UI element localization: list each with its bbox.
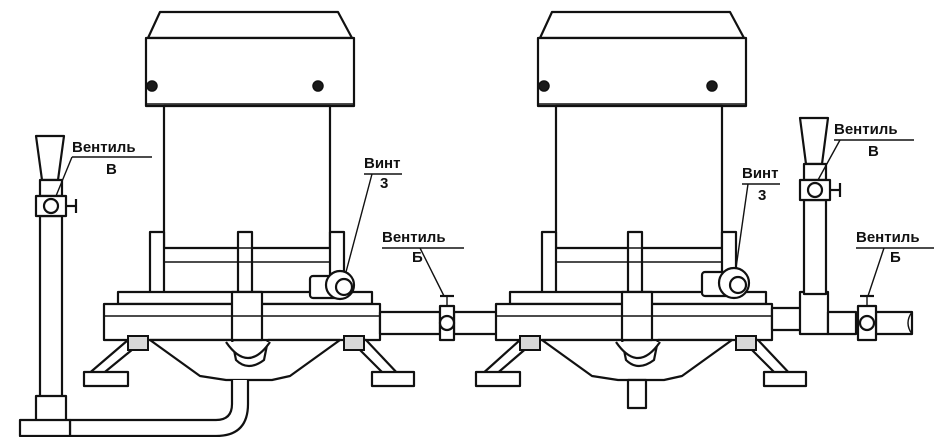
left-legs <box>82 335 416 388</box>
label-right-valve-v-letter: В <box>868 143 879 160</box>
right-motor-body <box>554 104 724 250</box>
label-left-valve-b: Вентиль Б <box>382 229 464 297</box>
right-screw-3 <box>700 266 751 300</box>
label-right-valve-b-letter: Б <box>890 249 901 266</box>
left-screw-3 <box>308 269 356 301</box>
left-pump-assembly <box>18 10 502 437</box>
right-outlet-pipe <box>770 290 914 336</box>
label-left-valve-v-letter: В <box>106 161 117 178</box>
left-motor-cover <box>144 10 356 108</box>
label-right-valve-b: Вентиль Б <box>856 229 934 297</box>
label-right-screw-3-name: Винт <box>742 165 778 182</box>
label-left-valve-b-name: Вентиль <box>382 229 446 246</box>
left-valve-b <box>438 294 456 342</box>
label-left-screw-3-name: Винт <box>364 155 400 172</box>
left-valve-v <box>34 194 78 218</box>
right-pump-housing <box>540 338 734 410</box>
left-base-plate <box>102 290 382 342</box>
label-right-screw-3: Винт 3 <box>735 165 780 269</box>
left-pump-housing <box>148 338 342 382</box>
left-outlet-pipe <box>378 310 502 336</box>
label-right-valve-v: Вентиль В <box>817 121 914 181</box>
label-left-screw-3-number: 3 <box>380 175 388 192</box>
label-left-valve-b-letter: Б <box>412 249 423 266</box>
label-right-valve-b-name: Вентиль <box>856 229 920 246</box>
right-base-plate <box>494 290 774 342</box>
left-motor-body <box>162 104 332 250</box>
right-valve-v <box>798 178 842 202</box>
left-drain-pipe <box>68 380 250 437</box>
right-riser-pipe <box>798 116 830 296</box>
label-right-valve-v-name: Вентиль <box>834 121 898 138</box>
right-motor-cover <box>536 10 748 108</box>
label-right-screw-3-number: 3 <box>758 187 766 204</box>
right-legs <box>474 335 808 388</box>
right-pump-assembly <box>474 10 914 410</box>
label-left-valve-v: Вентиль В <box>55 139 152 197</box>
right-valve-b <box>856 294 878 342</box>
label-left-valve-v-name: Вентиль <box>72 139 136 156</box>
label-left-screw-3: Винт 3 <box>345 155 402 273</box>
